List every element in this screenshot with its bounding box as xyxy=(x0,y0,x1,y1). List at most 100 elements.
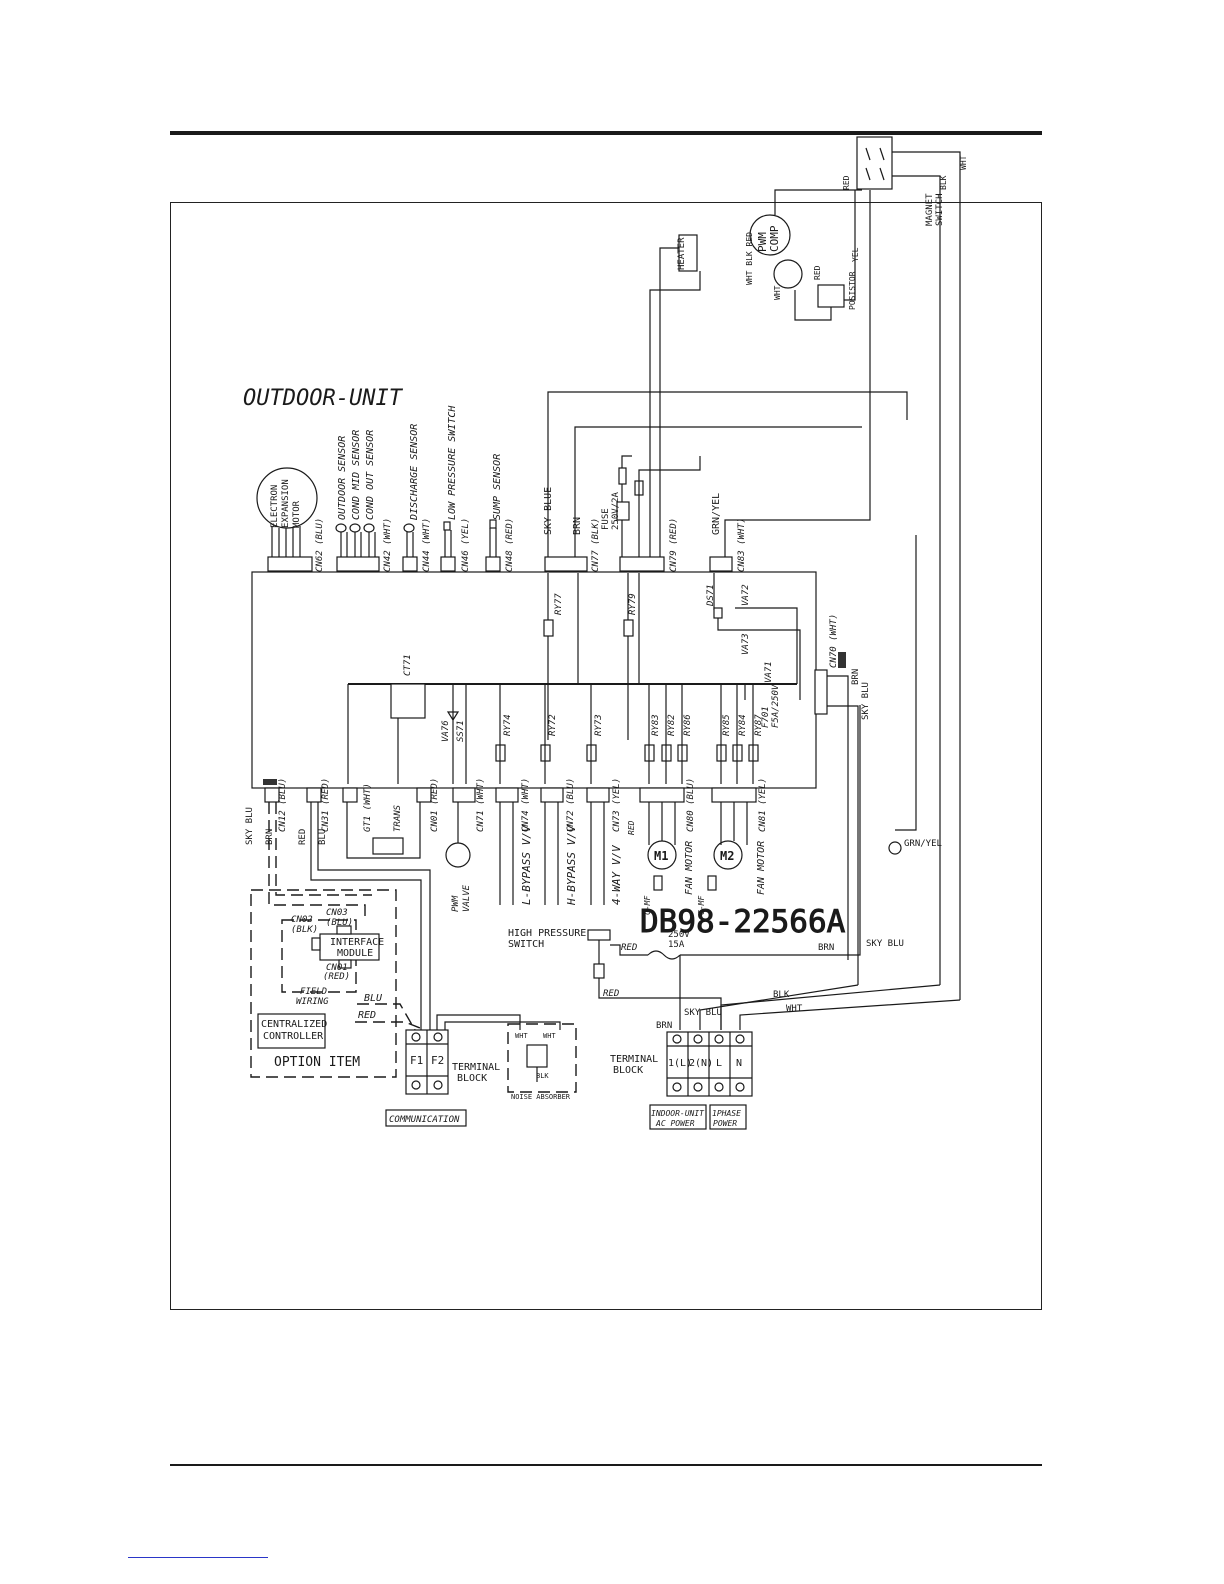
svg-text:L: L xyxy=(716,1058,722,1069)
svg-text:CN83 (WHT): CN83 (WHT) xyxy=(737,518,747,572)
centralized-controller xyxy=(257,1013,326,1049)
svg-text:(RED): (RED) xyxy=(323,972,350,982)
svg-text:CN71 (WHT): CN71 (WHT) xyxy=(476,778,486,832)
heater-label: HEATER xyxy=(677,237,687,270)
svg-text:VALVE: VALVE xyxy=(462,884,472,912)
svg-text:MAGNET: MAGNET xyxy=(925,193,935,226)
svg-text:BRN: BRN xyxy=(851,669,861,685)
svg-text:F701: F701 xyxy=(761,706,771,728)
svg-text:CN74 (WHT): CN74 (WHT) xyxy=(521,778,531,832)
comm-block-label-1: TERMINAL xyxy=(452,1062,500,1073)
pcb-marker xyxy=(263,779,277,785)
svg-text:RED: RED xyxy=(842,175,851,190)
power-block-label-2: BLOCK xyxy=(613,1065,643,1076)
ct71 xyxy=(390,683,426,719)
bottom-connector-boxes xyxy=(264,787,757,803)
f701-label: F701 F5A/250V xyxy=(761,684,781,728)
svg-text:RY84: RY84 xyxy=(738,714,748,736)
svg-text:2(N): 2(N) xyxy=(689,1058,713,1069)
capacitor-1 xyxy=(653,875,663,891)
svg-text:WHT: WHT xyxy=(786,1004,803,1014)
svg-text:CONTROLLER: CONTROLLER xyxy=(263,1031,324,1042)
svg-text:M2: M2 xyxy=(720,849,734,863)
communication-caption: COMMUNICATION xyxy=(389,1115,460,1125)
svg-text:RY77: RY77 xyxy=(554,593,564,615)
svg-text:CN80 (BLU): CN80 (BLU) xyxy=(686,778,696,832)
fan-motor-2-icon xyxy=(713,840,743,870)
power-block-label-1: TERMINAL xyxy=(610,1054,658,1065)
grn-yel-label: GRN/YEL xyxy=(904,839,942,849)
svg-text:RY82: RY82 xyxy=(667,714,677,736)
svg-text:F1: F1 xyxy=(410,1054,423,1067)
svg-text:F2: F2 xyxy=(431,1054,444,1067)
svg-text:L-BYPASS V/V: L-BYPASS V/V xyxy=(520,824,533,905)
svg-text:CN31 (RED): CN31 (RED) xyxy=(321,778,331,832)
svg-text:SKY BLU: SKY BLU xyxy=(866,939,904,949)
indoor-ac-power-caption-box xyxy=(649,1104,707,1130)
svg-text:CN42 (WHT): CN42 (WHT) xyxy=(383,518,393,572)
svg-text:RED: RED xyxy=(358,1010,376,1021)
svg-text:OUTDOOR SENSOR: OUTDOOR SENSOR xyxy=(337,436,348,520)
svg-text:CN44 (WHT): CN44 (WHT) xyxy=(422,518,432,572)
svg-text:RED: RED xyxy=(298,829,308,845)
heater xyxy=(678,234,698,272)
noise-absorber-box xyxy=(507,1023,577,1093)
svg-text:C-MF: C-MF xyxy=(643,896,652,915)
svg-text:C-MF: C-MF xyxy=(697,896,706,915)
svg-text:VA73: VA73 xyxy=(741,633,751,655)
svg-text:RY83: RY83 xyxy=(651,714,661,736)
svg-text:SKY BLU: SKY BLU xyxy=(245,807,255,845)
svg-text:BLU: BLU xyxy=(364,993,383,1004)
svg-text:COND OUT SENSOR: COND OUT SENSOR xyxy=(365,430,376,520)
svg-text:GRN/YEL: GRN/YEL xyxy=(711,493,722,535)
svg-text:FAN MOTOR: FAN MOTOR xyxy=(756,841,767,895)
svg-text:F5A/250V: F5A/250V xyxy=(771,684,781,728)
svg-text:FIELD: FIELD xyxy=(300,987,327,997)
svg-text:CN77 (BLK): CN77 (BLK) xyxy=(591,518,601,572)
svg-text:SS71: SS71 xyxy=(456,720,466,742)
svg-text:250V/2A: 250V/2A xyxy=(611,491,621,530)
comp-wire-label: WHT BLK RED xyxy=(745,232,754,285)
svg-text:INTERFACE: INTERFACE xyxy=(330,937,384,948)
svg-text:COND MID SENSOR: COND MID SENSOR xyxy=(351,430,362,520)
footer-link-underline[interactable] xyxy=(128,1557,268,1558)
hp-switch-label-1: HIGH PRESSURE xyxy=(508,928,586,939)
svg-text:ELECTRON: ELECTRON xyxy=(270,485,280,528)
svg-text:VA76: VA76 xyxy=(441,720,451,742)
svg-text:CN01: CN01 xyxy=(326,963,348,973)
svg-text:EXPANSION: EXPANSION xyxy=(281,479,291,528)
svg-text:LOW PRESSURE SWITCH: LOW PRESSURE SWITCH xyxy=(447,405,458,520)
svg-text:FAN MOTOR: FAN MOTOR xyxy=(684,841,695,895)
svg-text:250V: 250V xyxy=(668,930,690,940)
svg-text:CN48 (RED): CN48 (RED) xyxy=(505,518,515,572)
main-fuse-icon xyxy=(647,950,681,960)
svg-text:GT1 (WHT): GT1 (WHT) xyxy=(363,783,373,832)
svg-text:WHT: WHT xyxy=(959,155,968,170)
option-item-box xyxy=(250,889,397,1078)
svg-text:BLU: BLU xyxy=(318,829,328,845)
unit-title: OUTDOOR-UNIT xyxy=(243,386,404,411)
top-connector-labels: CN62 (BLU) CN42 (WHT) CN44 (WHT) CN46 (Y… xyxy=(315,518,747,572)
svg-text:WHT BLK RED: WHT BLK RED xyxy=(745,232,754,285)
expansion-motor-label: ELECTRON EXPANSION MOTOR xyxy=(270,479,302,528)
svg-text:RY85: RY85 xyxy=(722,714,732,736)
pwm-valve-label: PWM VALVE xyxy=(451,884,472,912)
sky-blu-label: SKY BLU xyxy=(861,682,871,720)
posistor xyxy=(817,284,845,308)
hp-switch xyxy=(587,929,611,941)
svg-text:FUSE: FUSE xyxy=(601,508,611,530)
svg-text:RY72: RY72 xyxy=(548,714,558,736)
option-item-title: OPTION ITEM xyxy=(274,1055,360,1070)
svg-text:DISCHARGE SENSOR: DISCHARGE SENSOR xyxy=(409,424,420,521)
svg-text:BLK: BLK xyxy=(536,1072,549,1080)
svg-text:RY74: RY74 xyxy=(503,714,513,736)
communication-caption-box xyxy=(385,1109,467,1127)
expansion-motor-icon xyxy=(256,467,318,529)
svg-text:COMP: COMP xyxy=(768,225,781,252)
svg-text:WHT: WHT xyxy=(515,1032,528,1040)
svg-text:WIRING: WIRING xyxy=(296,997,329,1007)
svg-text:15A: 15A xyxy=(668,940,685,950)
svg-text:BLK: BLK xyxy=(939,175,948,190)
sensor-icons xyxy=(335,519,497,533)
svg-text:CN72 (BLU): CN72 (BLU) xyxy=(566,778,576,832)
